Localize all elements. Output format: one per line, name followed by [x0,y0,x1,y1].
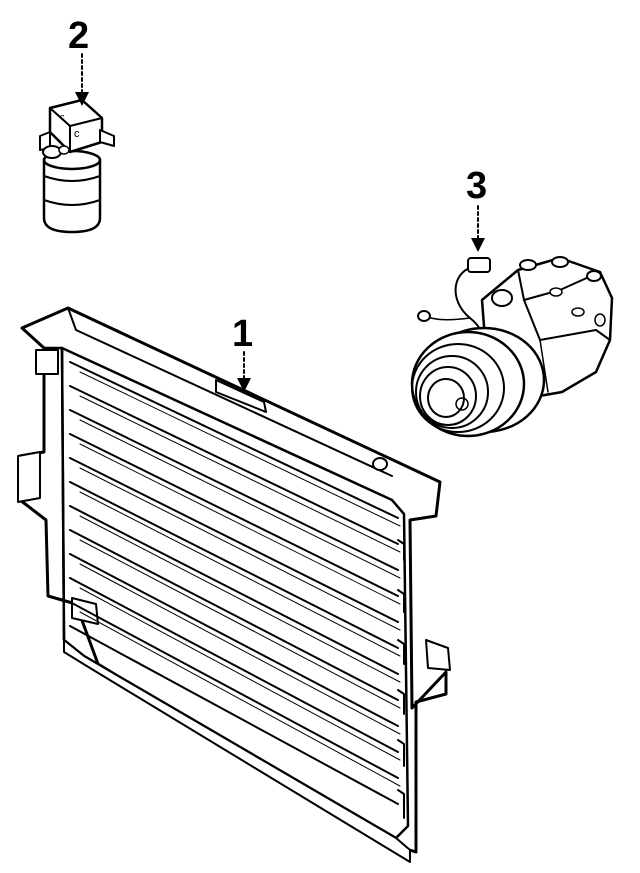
callout-2: 2 [68,15,89,106]
arrow-down-icon [471,238,485,252]
svg-text:c: c [74,128,80,140]
callout-label-2: 2 [68,15,89,57]
condenser-part [17,306,451,863]
condenser-fins [69,361,401,805]
callout-3: 3 [466,165,487,252]
arrow-down-icon [75,92,89,106]
arrow-down-icon [237,378,251,392]
callout-1: 1 [232,313,253,392]
receiver-drier-part: c c [39,98,115,234]
compressor-part [410,256,614,438]
callout-label-3: 3 [466,165,487,207]
callout-label-1: 1 [232,313,253,355]
svg-text:c: c [60,112,65,122]
